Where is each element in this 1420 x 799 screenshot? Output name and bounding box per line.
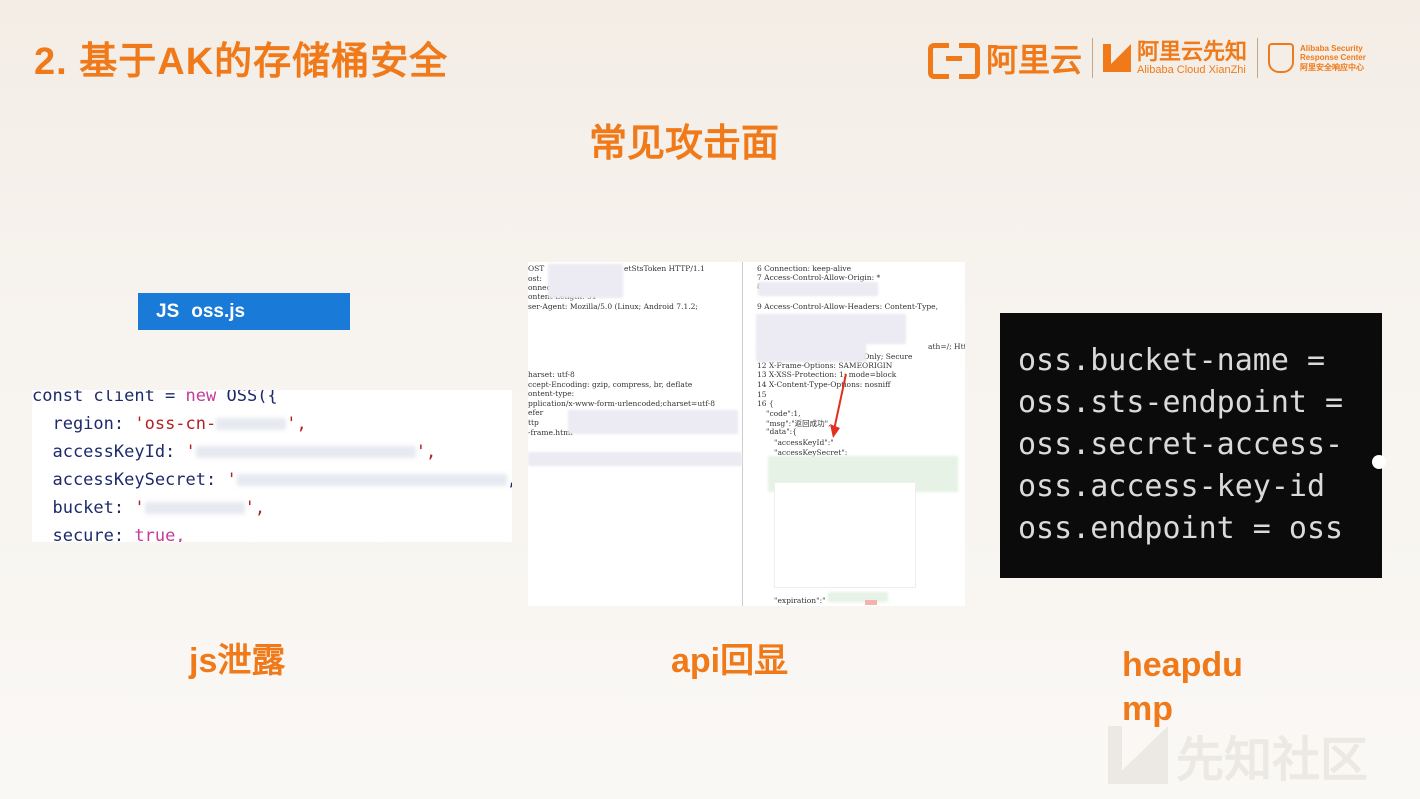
request-line: ser-Agent: Mozilla/5.0 (Linux; Android 7… [528,302,698,311]
request-line: ost: [528,274,542,283]
js-file-name: oss.js [191,300,246,322]
request-line: efer [528,408,544,417]
response-line: 15 [757,390,767,399]
red-arrow-icon [830,373,847,438]
redacted-area [865,600,877,605]
request-line: pplication/x-www-form-urlencoded;charset… [528,399,716,408]
panel-divider [742,262,743,606]
slider-handle-dot [1372,455,1386,469]
response-line: 16 { [757,399,774,408]
terminal-line: oss.secret-access- [1018,427,1344,462]
slide-title: 2. 基于AK的存储桶安全 [34,41,449,83]
response-line: "expiration":" [774,596,826,605]
js-code-snippet: const client = new OSS({ region: 'oss-cn… [32,390,512,542]
response-line: "data":{ [766,427,797,436]
response-line: "accessKeySecret": [774,448,848,457]
caption-heapdump-line1: heapdu [1122,646,1243,684]
code-line: const client = new OSS({ [32,390,278,406]
caption-js-leak: js泄露 [189,642,286,680]
response-line: "accessKeyId":" [774,438,834,447]
response-line: 13 X-XSS-Protection: 1; mode=block [757,370,897,379]
heapdump-terminal: oss.bucket-name = oss.sts-endpoint = oss… [1000,313,1382,578]
redacted-area [548,264,623,298]
code-line: accessKeySecret: ', [32,470,512,490]
xianzhi-logo-en: Alibaba Cloud XianZhi [1137,63,1246,76]
redacted-area [756,342,866,362]
response-line: 9 Access-Control-Allow-Headers: Content-… [757,302,939,311]
asrc-line2: Response Center [1300,53,1366,63]
request-line: OST [528,264,545,273]
caption-heapdump: heapdu mp [1122,643,1282,731]
redacted-area [568,410,738,434]
response-line: "msg":"返回成功", [766,419,831,428]
request-line: harset: utf-8 [528,370,575,379]
logo-divider [1092,38,1094,78]
response-line: 7 Access-Control-Allow-Origin: * [757,273,881,282]
request-line-tail: etStsToken HTTP/1.1 [624,264,705,273]
code-line: region: 'oss-cn-', [32,414,307,434]
response-line: 6 Connection: keep-alive [757,264,852,273]
request-line: -frame.html [528,428,573,437]
logo-divider [1257,38,1259,78]
js-file-header: JS oss.js [138,293,350,330]
response-line: "code":1, [766,409,801,418]
redacted-area [756,314,906,344]
shield-icon [1268,43,1295,73]
slide-subtitle: 常见攻击面 [589,123,780,165]
terminal-line: oss.sts-endpoint = [1018,385,1344,420]
aliyun-logo-text: 阿里云 [986,42,1083,78]
caption-api-echo: api回显 [671,642,789,680]
terminal-line: oss.access-key-id [1018,469,1326,504]
asrc-line3: 阿里安全响应中心 [1300,62,1365,72]
xianzhi-logo: 阿里云先知 Alibaba Cloud XianZhi [1103,38,1248,76]
request-line: ccept-Encoding: gzip, compress, br, defl… [528,380,693,389]
response-line: ath=/; HttpOnly [928,342,965,351]
logo-bar: 阿里云 阿里云先知 Alibaba Cloud XianZhi Alibaba … [928,34,1366,82]
code-line: secure: true, [32,526,186,542]
watermark-text: 先知社区 [1176,734,1369,787]
watermark: 先知社区 [1108,720,1368,790]
asrc-logo: Alibaba Security Response Center 阿里安全响应中… [1268,43,1366,73]
terminal-line: oss.bucket-name = [1018,343,1326,378]
aliyun-bracket-icon [928,43,980,79]
xianzhi-mark-icon [1103,44,1132,72]
redacted-area [528,452,742,466]
response-line: 14 X-Content-Type-Options: nosniff [757,380,891,389]
response-line: 12 X-Frame-Options: SAMEORIGIN [757,361,893,370]
caption-heapdump-line2: mp [1122,690,1173,729]
watermark-mark-icon [1108,726,1168,784]
request-line: ontent-type: [528,389,575,398]
code-line: bucket: '', [32,498,266,518]
redacted-area [828,592,888,602]
asrc-line1: Alibaba Security [1300,44,1363,54]
redacted-area [758,282,878,296]
redacted-block [774,482,916,588]
js-file-icon: JS [156,300,180,322]
request-line: ttp [528,418,539,427]
code-line: accessKeyId: '', [32,442,437,462]
xianzhi-logo-cn: 阿里云先知 [1137,38,1248,64]
aliyun-logo: 阿里云 [928,35,1082,81]
terminal-line: oss.endpoint = oss [1018,511,1344,546]
